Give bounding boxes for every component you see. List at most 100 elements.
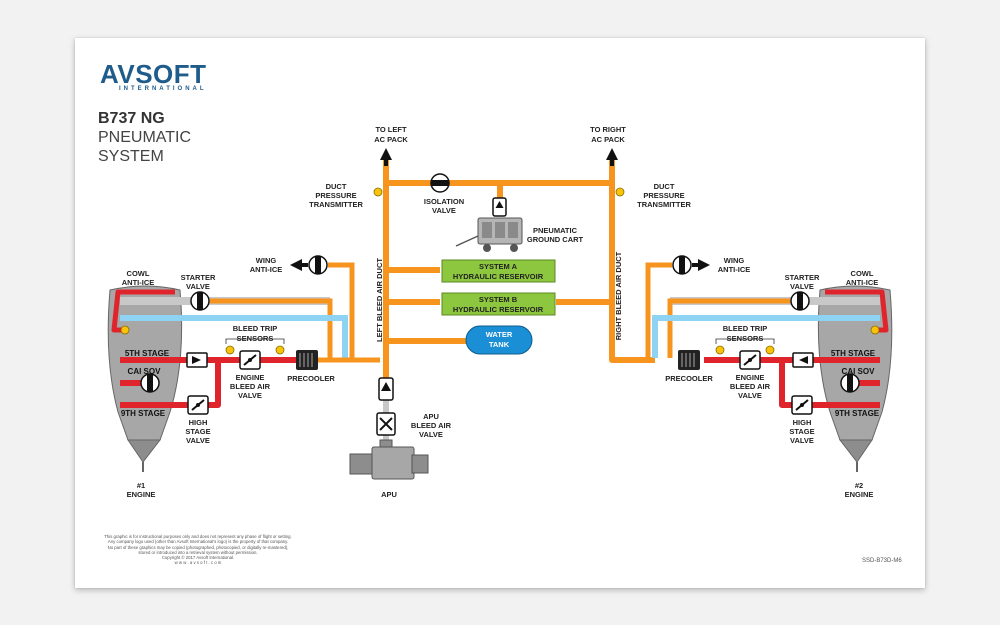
left-bleed-trip-sensor-1 (225, 345, 235, 355)
label-left-wing-2: ANTI-ICE (250, 265, 283, 274)
left-cai-sov-valve (140, 373, 160, 393)
right-engine-bleed-valve (739, 350, 761, 370)
system-a-sublabel: HYDRAULIC RESERVOIR (453, 272, 544, 281)
right-cowl-sensor (870, 325, 880, 335)
water-tank-sublabel: TANK (489, 340, 510, 349)
diagram-title-model: B737 NG (98, 110, 165, 127)
label-to-right-2: AC PACK (591, 135, 625, 144)
center-ducts (383, 160, 655, 378)
left-wing-duct (328, 262, 355, 358)
label-right-cowl-1: COWL (851, 269, 874, 278)
label-to-left-2: AC PACK (374, 135, 408, 144)
label-apu-valve-3: VALVE (419, 430, 443, 439)
system-b-label: SYSTEM B (479, 295, 518, 304)
right-5th-stage-check-valve (792, 352, 814, 368)
label-engine2-number: #2 (855, 481, 863, 490)
label-left-starter-1: STARTER (181, 273, 216, 282)
label-apu: APU (381, 490, 397, 499)
left-orange-starter-duct (210, 298, 333, 358)
arrow-up-right-pack-icon (606, 148, 618, 166)
right-wing-duct (645, 262, 672, 358)
document-code: SSD-B73D-M6 (862, 558, 902, 564)
label-left-starter-2: VALVE (186, 282, 210, 291)
left-engine-bleed-valve (239, 350, 261, 370)
arrow-left-wing-icon (290, 259, 308, 271)
system-a-label: SYSTEM A (479, 262, 518, 271)
left-bleed-trip-sensor-2 (275, 345, 285, 355)
label-left-high-stage-2: STAGE (185, 427, 210, 436)
apu-check-valve (378, 377, 394, 401)
left-wing-anti-ice-valve (308, 255, 328, 275)
label-left-9th-stage: 9TH STAGE (121, 409, 166, 418)
label-left-high-stage-3: VALVE (186, 436, 210, 445)
label-right-wing-2: ANTI-ICE (718, 265, 751, 274)
right-high-stage-valve (791, 395, 813, 415)
label-left-cowl-1: COWL (127, 269, 150, 278)
label-right-5th-stage: 5TH STAGE (831, 349, 876, 358)
right-starter-valve (790, 291, 810, 311)
label-left-cai-sov: CAI SOV (128, 367, 162, 376)
label-right-cai-sov: CAI SOV (842, 367, 876, 376)
label-left-bleed-trip-1: BLEED TRIP (233, 324, 278, 333)
label-right-bleed-duct: RIGHT BLEED AIR DUCT (614, 251, 623, 340)
label-right-bleed-trip-2: SENSORS (727, 334, 764, 343)
left-precooler (295, 349, 319, 371)
left-cowl-sensor (120, 325, 130, 335)
label-left-engine-bleed-2: BLEED AIR (230, 382, 271, 391)
right-cai-sov-valve (840, 373, 860, 393)
disclaimer-line: stored or introduced into a retrieval sy… (138, 549, 258, 555)
pneumatic-ground-cart-icon (455, 197, 523, 252)
disclaimer-line: This graphic is for instructional purpos… (104, 534, 292, 539)
label-right-engine-bleed-3: VALVE (738, 391, 762, 400)
left-starter-valve (190, 291, 210, 311)
right-bleed-trip-bracket (715, 338, 775, 344)
label-right-high-stage-2: STAGE (789, 427, 814, 436)
label-right-engine-bleed-1: ENGINE (736, 373, 765, 382)
label-right-starter-1: STARTER (785, 273, 820, 282)
system-b-sublabel: HYDRAULIC RESERVOIR (453, 305, 544, 314)
label-left-duct-pressure-2: PRESSURE (315, 191, 356, 200)
apu-bleed-air-valve (376, 412, 396, 436)
label-left-bleed-trip-2: SENSORS (237, 334, 274, 343)
water-tank-label: WATER (486, 330, 513, 339)
label-right-9th-stage: 9TH STAGE (835, 409, 880, 418)
right-cooling-duct (652, 315, 880, 358)
label-left-wing-1: WING (256, 256, 277, 265)
right-bleed-trip-sensor-1 (715, 345, 725, 355)
label-right-duct-pressure-1: DUCT (654, 182, 675, 191)
label-apu-valve-1: APU (423, 412, 439, 421)
engine-2-nacelle (817, 285, 893, 472)
system-b-reservoir: SYSTEM B HYDRAULIC RESERVOIR (441, 292, 556, 316)
system-a-reservoir: SYSTEM A HYDRAULIC RESERVOIR (441, 259, 556, 283)
label-right-starter-2: VALVE (790, 282, 814, 291)
label-right-duct-pressure-3: TRANSMITTER (637, 200, 691, 209)
disclaimer-line: Any company logo used (other than Avsoft… (107, 539, 289, 545)
label-right-high-stage-3: VALVE (790, 436, 814, 445)
label-engine1-number: #1 (137, 481, 145, 490)
left-5th-stage-check-valve (186, 352, 208, 368)
label-right-engine-bleed-2: BLEED AIR (730, 382, 771, 391)
copyright-disclaimer: This graphic is for instructional purpos… (98, 534, 298, 566)
label-right-bleed-trip-1: BLEED TRIP (723, 324, 768, 333)
label-to-left-1: TO LEFT (375, 125, 407, 134)
label-isolation-1: ISOLATION (424, 197, 464, 206)
disclaimer-line: w w w . a v s o f t . c o m (174, 560, 222, 566)
label-left-duct-pressure-1: DUCT (326, 182, 347, 191)
right-orange-starter-duct (667, 298, 790, 358)
apu-icon (349, 439, 429, 480)
label-to-right-1: TO RIGHT (590, 125, 626, 134)
left-cowl-anti-ice-duct (111, 289, 175, 333)
label-left-5th-stage: 5TH STAGE (125, 349, 170, 358)
title-line-pneumatic: PNEUMATIC (98, 129, 192, 146)
title-line-system: SYSTEM (98, 148, 164, 165)
left-high-stage-valve (187, 395, 209, 415)
arrow-up-left-pack-icon (380, 148, 392, 166)
label-engine1-text: ENGINE (127, 490, 156, 499)
right-cowl-anti-ice-duct (825, 289, 889, 333)
label-left-precooler: PRECOOLER (287, 374, 335, 383)
water-tank: WATER TANK (465, 325, 533, 355)
label-right-duct-pressure-2: PRESSURE (643, 191, 684, 200)
avsoft-logo: AVSOFT INTERNATIONAL (100, 60, 207, 92)
right-precooler (677, 349, 701, 371)
